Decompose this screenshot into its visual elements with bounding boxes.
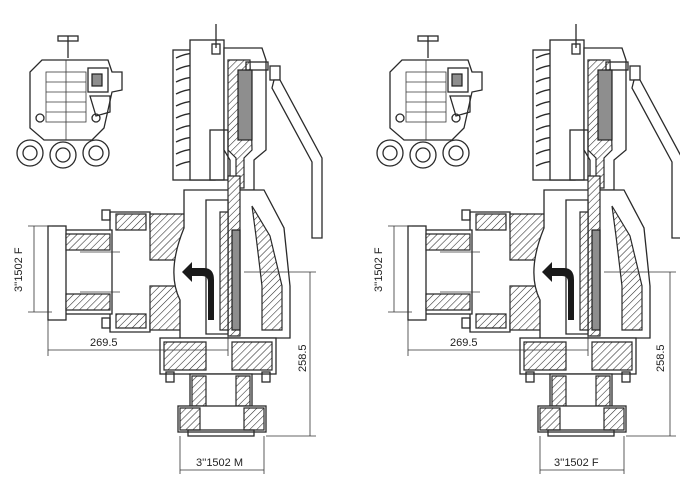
outlet-size-label: 3''1502 F xyxy=(554,457,599,469)
vertical-dimension-label: 258.5 xyxy=(297,344,309,372)
horizontal-dimension-label: 269.5 xyxy=(450,337,478,349)
valve-drawing-left: 3''1502 F 269.5 258.5 3''1502 M xyxy=(13,23,323,475)
vertical-dimension-label: 258.5 xyxy=(655,344,667,372)
horizontal-dimension-label: 269.5 xyxy=(90,337,118,349)
valve-drawing-right: 3''1502 F 269.5 258.5 3''1502 F xyxy=(373,23,680,475)
inlet-size-label: 3''1502 F xyxy=(13,247,25,292)
outlet-size-label: 3''1502 M xyxy=(196,457,243,469)
inlet-size-label: 3''1502 F xyxy=(373,247,385,292)
